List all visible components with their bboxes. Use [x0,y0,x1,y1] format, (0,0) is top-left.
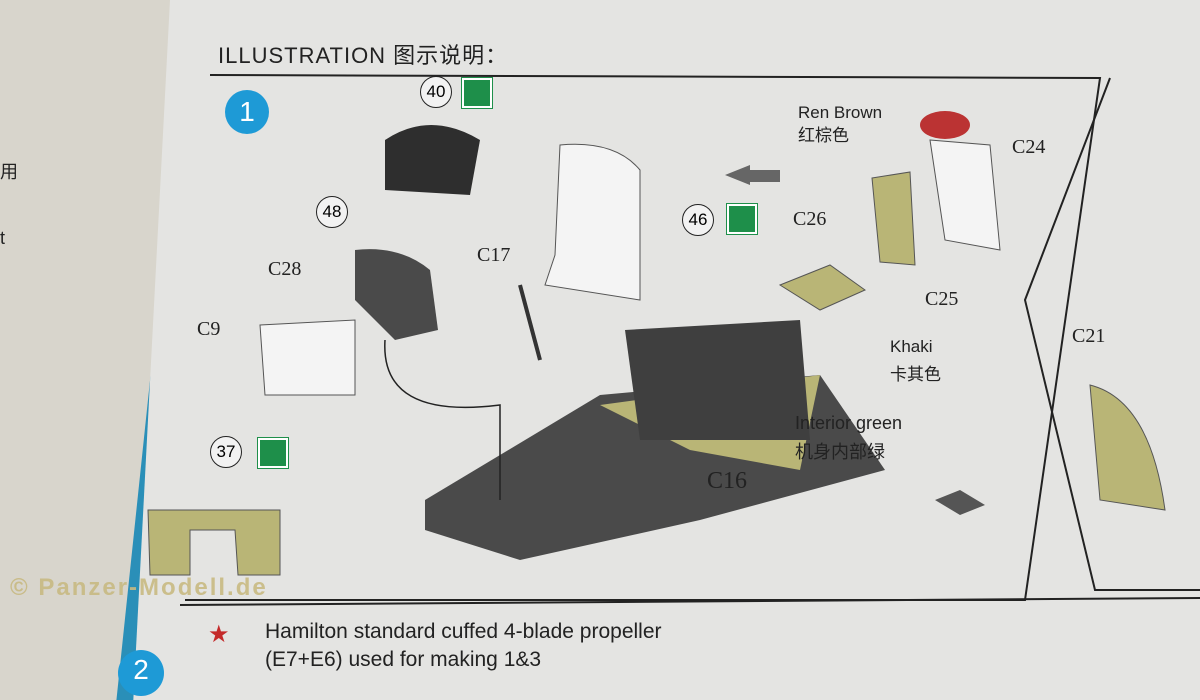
watermark: © Panzer-Modell.de [10,574,268,601]
step-divider [179,597,1200,606]
step-1-badge: 1 [225,90,269,134]
cockpit-tub [625,320,810,440]
callout-48: 48 [316,196,348,228]
step1-frame [185,74,1102,601]
step2-text-line1: Hamilton standard cuffed 4-blade propell… [265,620,662,643]
part-c28 [355,249,438,340]
cable-line [384,339,501,500]
headrest-red-brown [920,111,970,139]
step2-text-line2: (E7+E6) used for making 1&3 [265,648,542,671]
part-c26 [778,264,867,311]
callout-46: 46 [682,204,714,236]
left-page-text: t [0,228,6,248]
step-2-badge: 2 [118,650,164,696]
color-label-zh: 红棕色 [798,126,849,145]
part-label: C21 [1072,325,1106,347]
part-c9 [259,319,356,396]
part-label: C16 [707,468,748,494]
part-c21 [1089,384,1166,511]
part-label: C28 [268,258,302,280]
paint-icon [726,203,758,235]
paint-icon [461,77,493,109]
rotate-arrow-icon [935,490,985,515]
control-stick [518,284,542,361]
part-label: C17 [477,244,511,266]
part-label: C9 [197,318,221,340]
star-icon: ★ [208,621,230,648]
color-label-zh: 卡其色 [890,365,941,384]
seat [544,143,641,301]
callout-37: 37 [210,436,242,468]
part-37 [147,509,281,576]
color-label-zh: 机身内部绿 [795,442,885,462]
diagram-drawing [147,74,1200,606]
part-label: C24 [1012,136,1046,158]
part-c24 [929,139,1001,251]
page-title: ILLUSTRATION 图示说明： [218,43,509,68]
left-page-text: 用 [0,162,18,182]
color-label: Khaki [890,337,933,356]
instrument-panel [385,125,480,195]
part-label: C25 [925,288,959,310]
color-label: Interior green [795,413,903,433]
part-c25 [871,171,916,266]
color-label: Ren Brown [798,103,883,122]
callout-40: 40 [420,76,452,108]
part-label: C26 [793,208,827,230]
direction-arrow-icon [725,165,780,185]
next-frame [1023,77,1200,591]
paint-icon [257,437,289,469]
